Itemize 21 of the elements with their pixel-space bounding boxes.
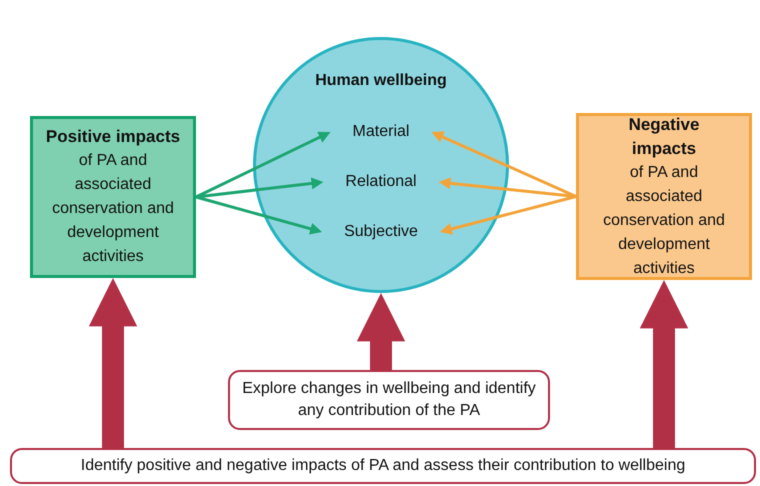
wellbeing-dimension: Material [330, 121, 432, 143]
box-heading: Negative impacts [628, 114, 700, 160]
circle-heading: Human wellbeing [314, 72, 448, 90]
arrow [196, 177, 324, 198]
arrow [431, 131, 577, 198]
box-text: of PA and associated conservation and development activities [602, 162, 726, 278]
wellbeing-dimension: Subjective [322, 221, 440, 243]
arrow [438, 177, 576, 198]
arrow [640, 280, 688, 448]
wellbeing-dimension: Relational [323, 171, 439, 193]
arrow [195, 132, 331, 198]
arrow [88, 278, 138, 448]
arrow [196, 196, 322, 235]
step-box: Identify positive and negative impacts of PA and assess their contribution to wellbeing [10, 448, 756, 484]
arrow [440, 195, 576, 235]
box-heading: Positive impacts [46, 126, 180, 148]
box-text: of PA and associated conservation and development activities [51, 151, 175, 267]
arrow [356, 293, 406, 370]
impact-box [576, 113, 752, 280]
step-box: Explore changes in wellbeing and identify any contribution of the PA [228, 370, 550, 430]
impact-box [30, 116, 196, 278]
